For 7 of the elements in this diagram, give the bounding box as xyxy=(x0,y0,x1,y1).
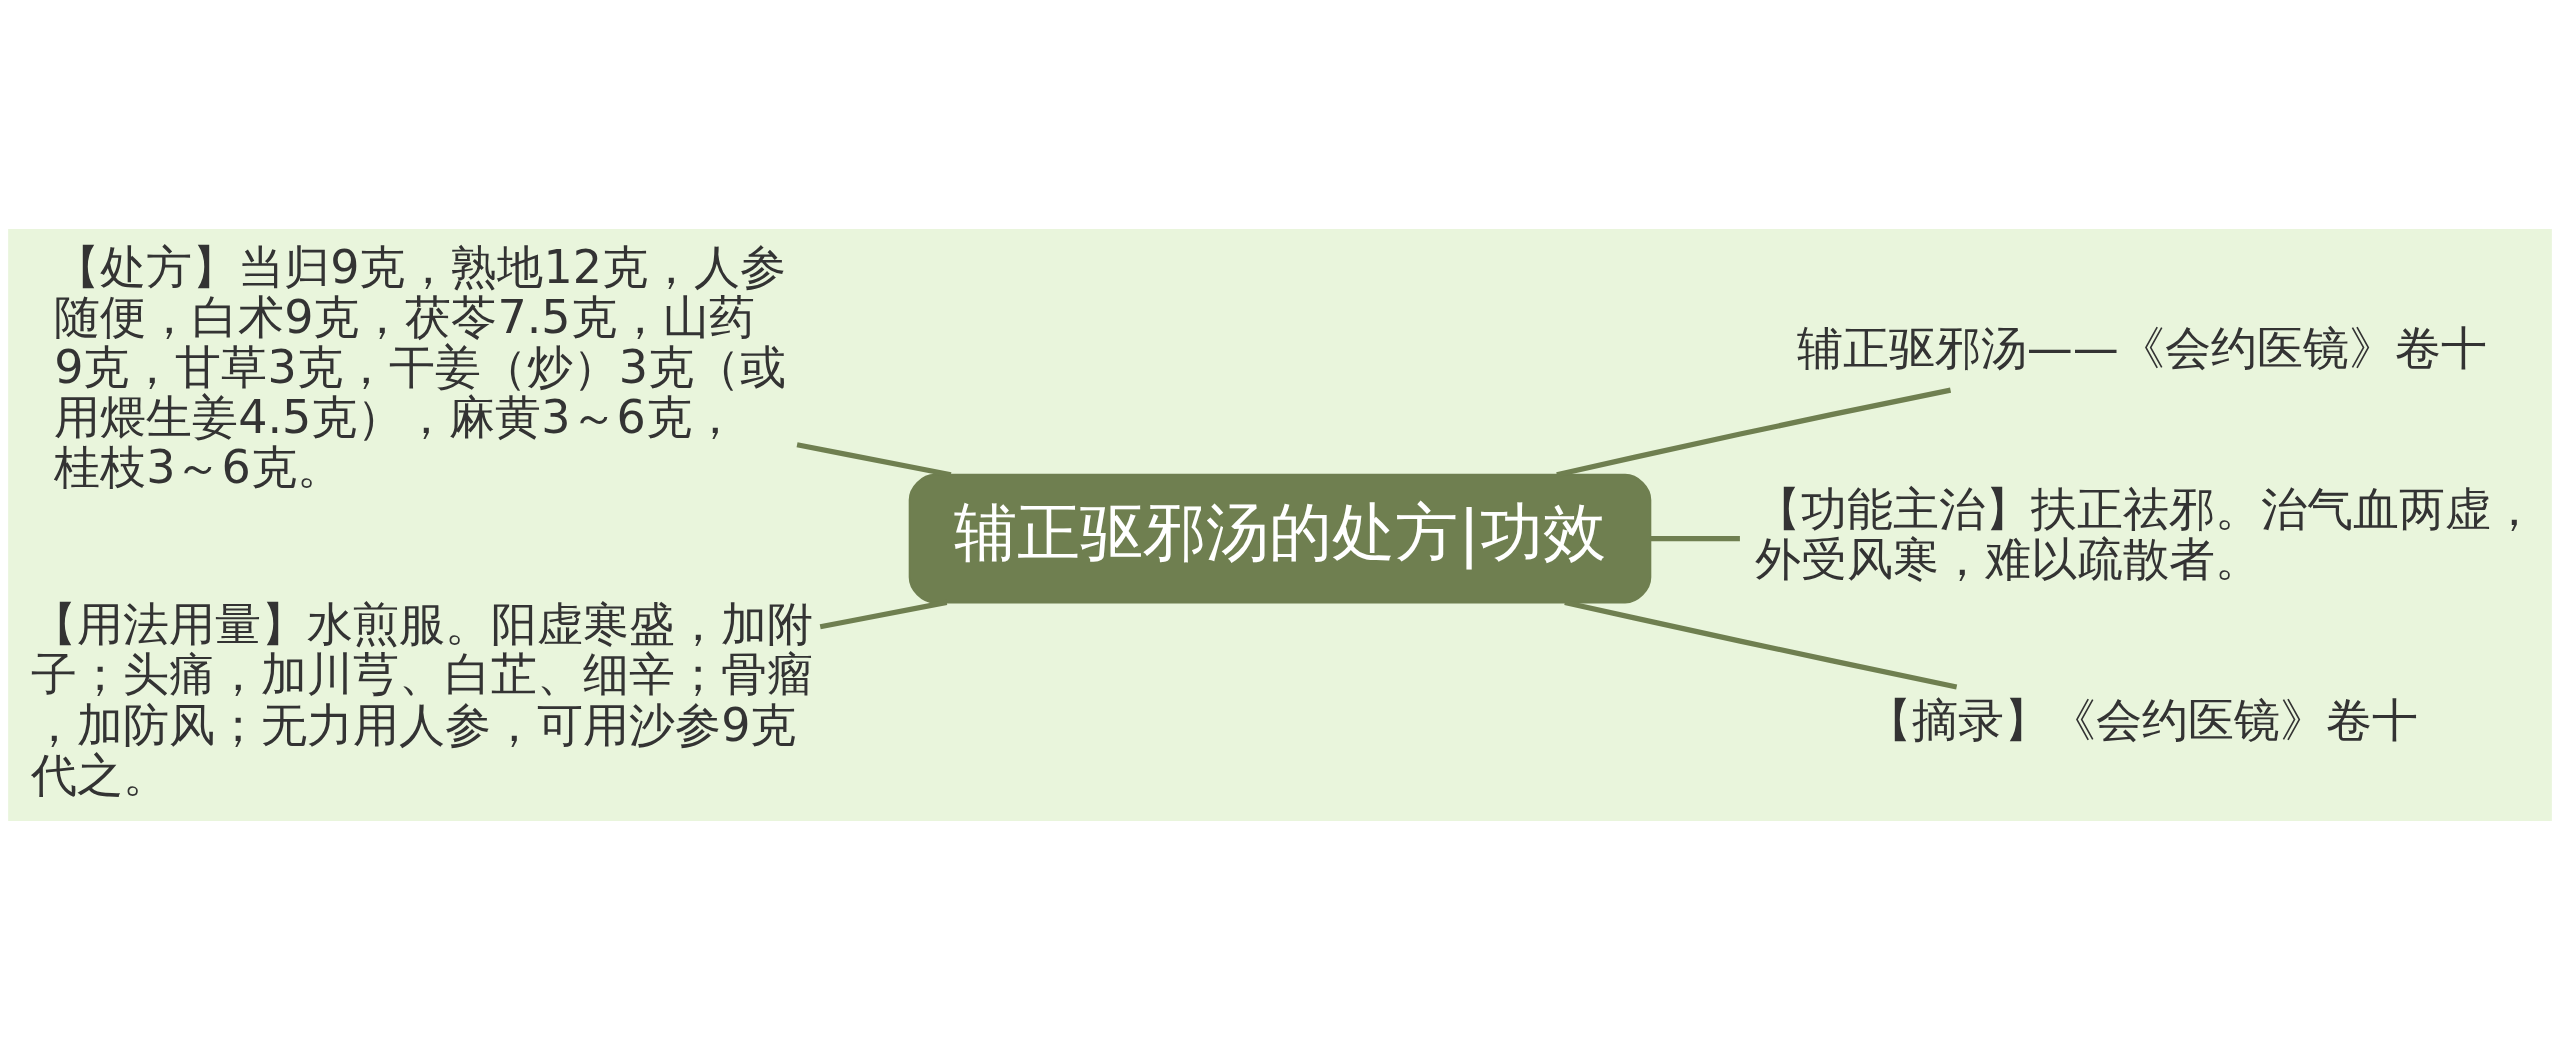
node-text: 【处方】当归9克，熟地12克，人参随便，白术9克，茯苓7.5克，山药9克，甘草3克，干姜（炒）3克（或用煨生姜4.5克），麻黄3～6克，桂枝3～6克。 xyxy=(54,239,787,495)
connector xyxy=(1650,536,1740,542)
node-text: 【用法用量】水煎服。阳虚寒盛，加附子；头痛，加川芎、白芷、细辛；骨瘤，加防风；无力用人参，可用沙参9克代之。 xyxy=(31,597,814,802)
node-text: 【摘录】《会约医镜》卷十 xyxy=(1865,693,2418,748)
node-text: 辅正驱邪汤——《会约医镜》卷十 xyxy=(1796,321,2487,376)
node-box: 辅正驱邪汤的处方|功效 xyxy=(908,473,1652,604)
node-text: 【功能主治】扶正祛邪。治气血两虚，外受风寒，难以疏散者。 xyxy=(1754,482,2537,587)
